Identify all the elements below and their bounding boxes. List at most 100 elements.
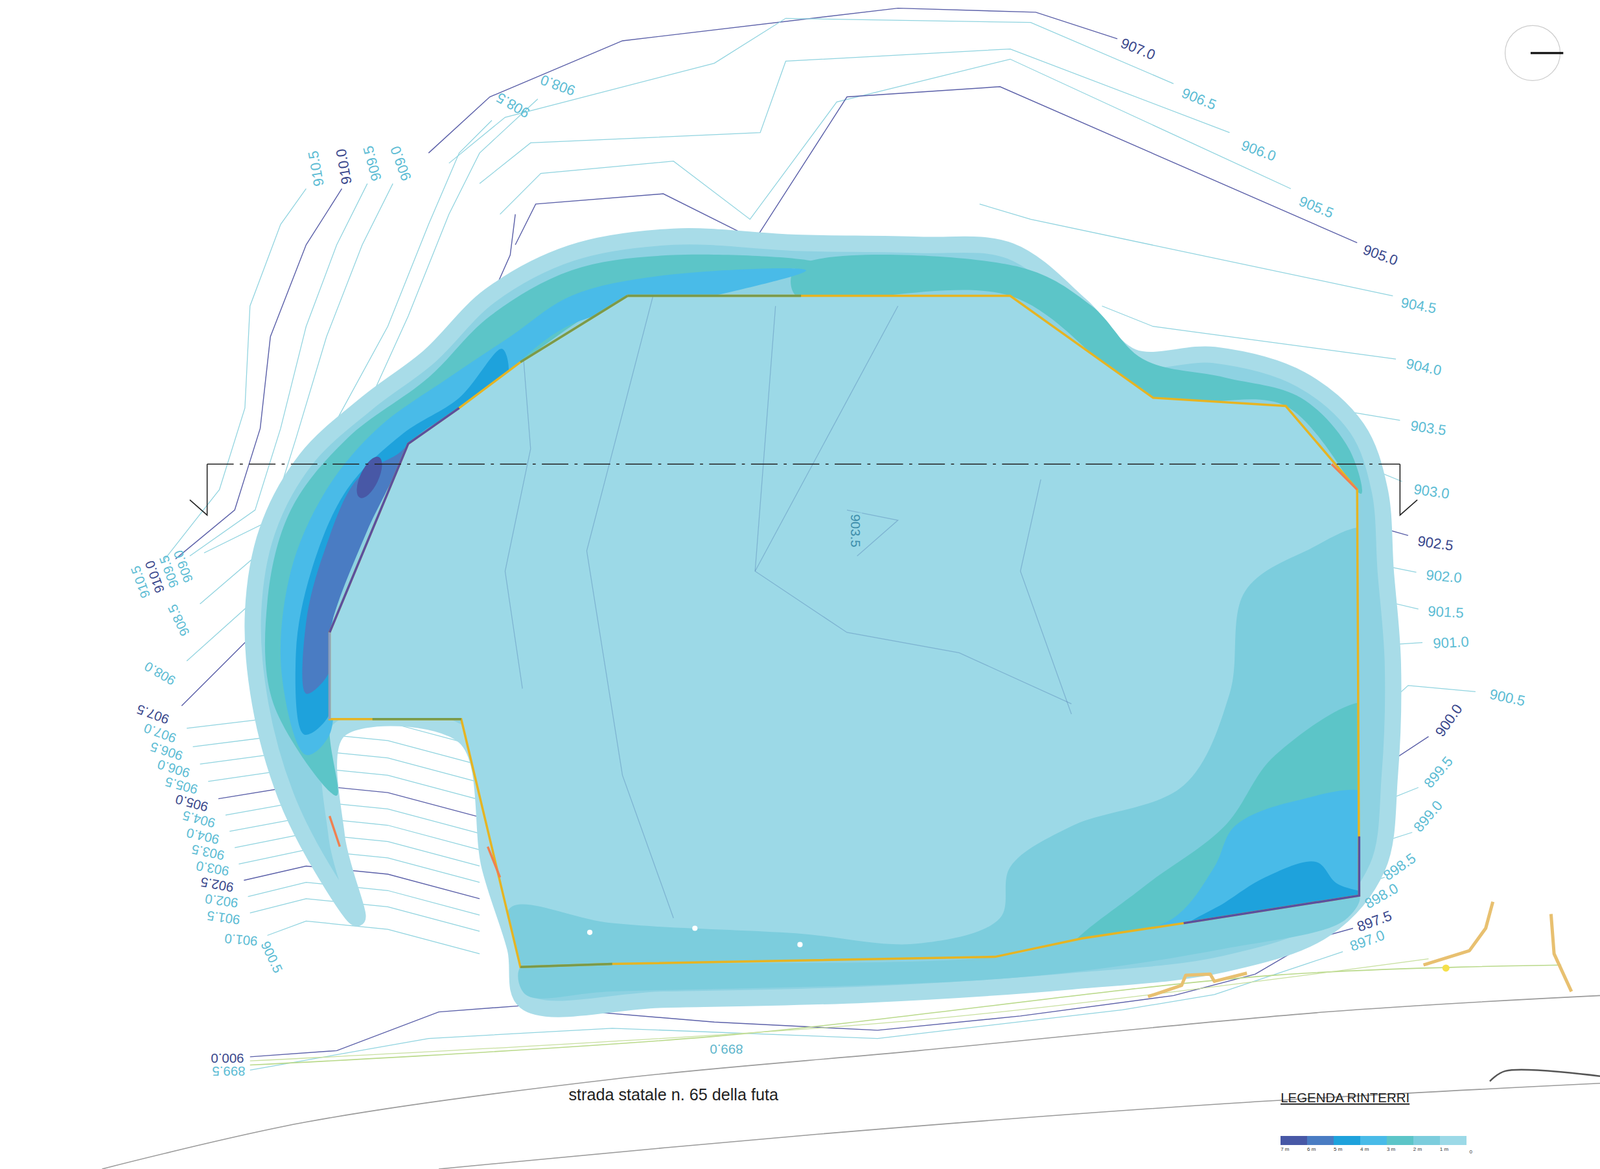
site-boundary [328,632,331,720]
footpath [1147,973,1247,997]
site-boundary [520,964,613,968]
contour-elevation: 907.0 [1118,35,1157,63]
marker-dot [1442,964,1450,972]
fill-depth-area [1071,701,1396,952]
contour-elevation: 909.0 [388,143,415,183]
contour-elevation: 901.5 [206,908,242,927]
contour-elevation: 905.5 [1297,193,1336,221]
contour-elevation: 900.5 [258,939,285,975]
north-sign [1530,51,1564,54]
site-boundary [329,408,460,633]
contour-line [754,305,1072,704]
contour-elevation: 899.0 [710,1042,744,1056]
contour-elevation: 899.0 [1411,797,1446,835]
site-boundary [329,815,341,847]
contour-line [504,255,531,689]
contour-elevation: 902.5 [1417,534,1455,555]
survey-point [797,942,803,948]
road-line [1489,1069,1600,1082]
section-line [207,463,1401,465]
road-line [101,995,1600,1169]
contour-elevation: 898.0 [1362,880,1402,912]
contour-line [267,920,481,954]
contour-line [846,510,899,557]
contour-elevation: 902.0 [204,892,240,910]
contour-elevation: 908.5 [494,90,533,121]
road-name: strada statale n. 65 della futa [568,1086,779,1103]
legend-swatch [1280,1136,1308,1146]
contour-elevation: 908.5 [165,602,192,639]
legend-scale-label: 0 [1469,1149,1472,1155]
contour-elevation: 903.5 [848,512,862,549]
contour-line [225,800,480,834]
legend-swatch [1333,1136,1361,1146]
section-marker [189,463,208,516]
contour-line [229,817,480,850]
legend-label: 6 m [1307,1147,1316,1153]
contour-elevation: 906.0 [1239,138,1278,164]
legend-label: 5 m [1333,1147,1343,1153]
contour-elevation: 897.0 [1347,927,1387,954]
contour-elevation: 908.0 [142,659,179,688]
legend-label: 4 m [1360,1147,1369,1153]
contour-line [238,849,480,882]
contour-elevation: 898.5 [1380,851,1419,884]
contour-elevation: 899.5 [211,1064,245,1078]
site-boundary [627,294,801,297]
legend-label: 7 m [1280,1147,1289,1153]
legend-swatch [1413,1136,1440,1146]
contour-line [1102,305,1396,360]
contour-elevation: 904.0 [1404,356,1443,378]
fill-depth-area [502,527,1411,994]
legend-title: LEGENDA RINTERRI [1280,1091,1410,1105]
contour-elevation: 899.5 [1421,754,1456,791]
survey-point [692,925,698,931]
site-boundary [1331,463,1357,490]
site-boundary [372,718,462,720]
contour-line [586,296,674,919]
contour-line [234,833,480,866]
footpath [1550,913,1571,992]
site-boundary [520,296,628,363]
contour-line [428,8,1118,154]
contour-elevation: 903.5 [190,841,226,862]
contour-line [500,58,1291,220]
survey-point [587,929,593,936]
contour-line [479,49,1230,185]
site-boundary [1183,836,1360,924]
contour-elevation: 901.5 [1427,603,1464,621]
contour-elevation: 904.5 [1399,296,1438,317]
contour-elevation: 903.0 [195,858,231,878]
site-boundary [487,846,501,878]
footpath [1423,902,1494,966]
contour-elevation: 905.0 [1361,242,1400,269]
contour-line [515,86,1357,245]
contour-line [243,865,480,899]
contour-elevation: 902.0 [1425,567,1463,586]
contour-line [754,305,898,571]
contour-elevation: 901.0 [1432,635,1470,652]
legend-swatch [1439,1136,1467,1146]
legend-label: 2 m [1413,1147,1422,1153]
contour-elevation: 901.0 [223,931,258,949]
legend-label: 1 m [1439,1147,1449,1153]
contour-line [208,767,480,800]
contour-elevation: 908.0 [539,71,578,98]
contour-line [1020,479,1072,715]
fill-depth-area [252,236,1394,1010]
contour-elevation: 907.5 [135,702,172,727]
legend-swatch [1386,1136,1414,1146]
contour-elevation: 900.0 [211,1051,245,1065]
contour-elevation: 904.5 [181,808,218,831]
contour-elevation: 910.5 [305,149,326,188]
legend-swatch [1360,1136,1387,1146]
contour-elevation: 904.0 [185,825,221,846]
contour-elevation: 910.0 [333,147,354,186]
contour-elevation: 900.0 [1432,701,1466,740]
legend-swatch [1307,1136,1334,1146]
road-line [438,1083,1600,1169]
contour-elevation: 902.5 [199,875,235,895]
